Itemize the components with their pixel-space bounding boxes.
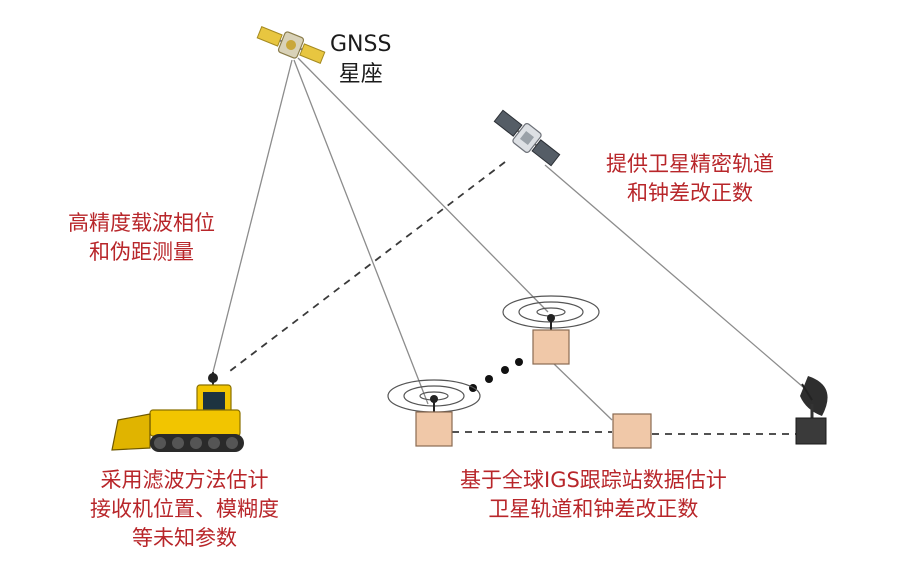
antenna-box-icon	[387, 379, 481, 447]
ellipsis-dots	[469, 358, 523, 392]
line-station-mid-to-station-right	[551, 361, 613, 421]
carrier-phase-label: 高精度载波相位 和伪距测量	[68, 211, 215, 264]
gnss-constellation-label: GNSS 星座	[330, 32, 392, 88]
igs-estimation-label: 基于全球IGS跟踪站数据估计 卫星轨道和钟差改正数	[460, 468, 727, 521]
antenna-box-icon	[502, 295, 600, 365]
line-gnss-to-bulldozer	[212, 59, 293, 373]
antenna-box-icon	[612, 413, 652, 449]
line-sat2-to-dish	[544, 164, 811, 394]
measurement-lines	[212, 57, 811, 421]
line-gnss-to-station-mid	[297, 57, 549, 313]
satellite-icon	[256, 26, 326, 64]
filter-estimation-label: 采用滤波方法估计 接收机位置、模糊度 等未知参数	[90, 468, 279, 550]
satellite-icon	[493, 109, 561, 167]
dashed-links	[225, 161, 796, 435]
dashed-sat2-to-bulldozer	[225, 161, 506, 375]
satellite-dish-icon	[795, 376, 828, 445]
orbit-clock-label: 提供卫星精密轨道 和钟差改正数	[606, 152, 774, 205]
bulldozer-icon	[111, 372, 244, 452]
line-gnss-to-station-left	[293, 59, 429, 405]
